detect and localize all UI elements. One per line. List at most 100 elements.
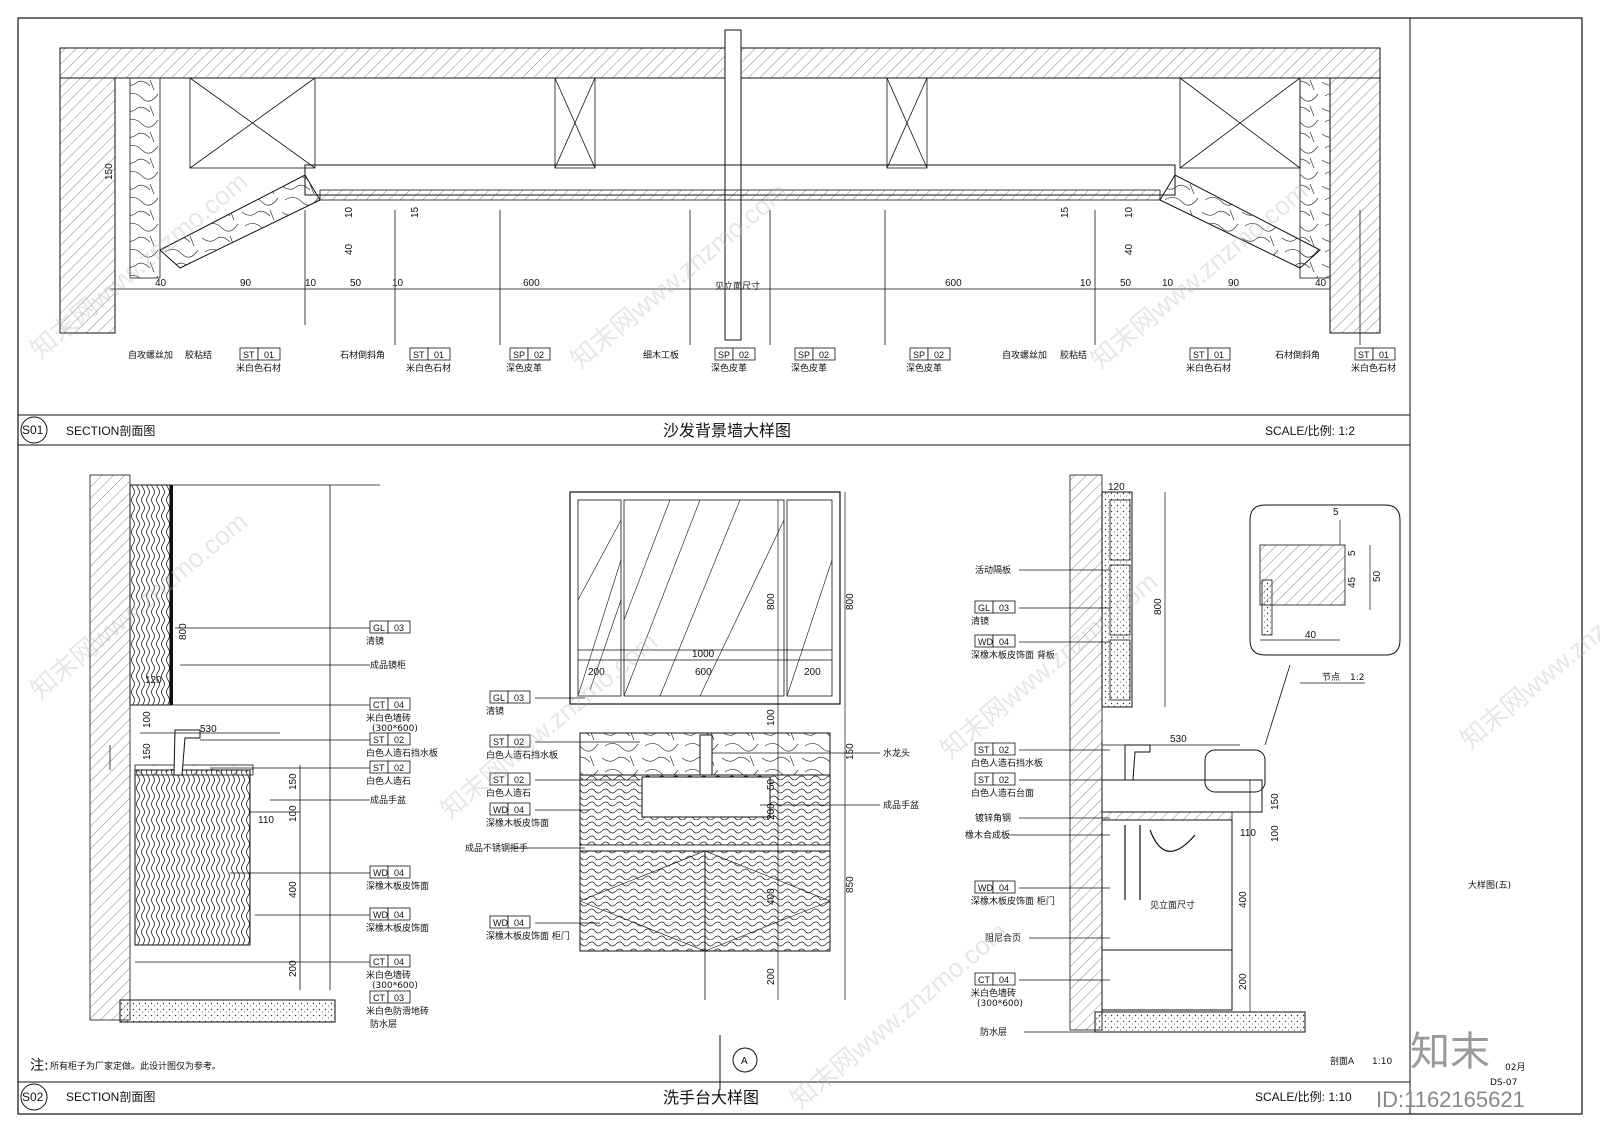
dim-10-d: 10 xyxy=(1162,278,1174,289)
tag-description: 阻尼合页 xyxy=(985,932,1021,944)
svg-text:110: 110 xyxy=(1240,828,1256,839)
tag-number: 01 xyxy=(1214,350,1224,360)
tag-number: 02 xyxy=(534,350,544,360)
tag-code: WD xyxy=(493,918,508,928)
tag-code: ST xyxy=(978,745,990,755)
floor-slab-right xyxy=(1094,1011,1306,1033)
tag-description: 深色皮革 xyxy=(906,362,942,374)
svg-text:(300*600): (300*600) xyxy=(977,999,1023,1009)
svg-text:15: 15 xyxy=(410,206,421,218)
svg-text:10: 10 xyxy=(1124,206,1135,218)
svg-text:5: 5 xyxy=(1347,550,1358,556)
svg-text:注:: 注: xyxy=(30,1058,49,1074)
tag-number: 01 xyxy=(434,350,444,360)
svg-text:5: 5 xyxy=(1333,507,1339,518)
svg-text:(300*600): (300*600) xyxy=(372,981,418,991)
svg-text:150: 150 xyxy=(1270,793,1281,810)
stone-slope-left xyxy=(159,174,321,269)
svg-text:200: 200 xyxy=(588,667,605,678)
tag-code: SP xyxy=(913,350,925,360)
tag-code: WD xyxy=(978,883,993,893)
tag-number: 01 xyxy=(1379,350,1389,360)
basin-front xyxy=(641,776,771,818)
s02-center-elevation: A 1000 200 600 200 800 800 100 150 50 20… xyxy=(569,491,856,1090)
section-callout-a xyxy=(732,1047,758,1073)
svg-text:800: 800 xyxy=(1153,598,1164,615)
svg-text:200: 200 xyxy=(804,667,821,678)
s02-scale: SCALE/比例: 1:10 xyxy=(1255,1090,1352,1104)
svg-text:15: 15 xyxy=(1060,206,1071,218)
svg-text:胶粘结: 胶粘结 xyxy=(185,349,212,361)
tag-code: ST xyxy=(1358,350,1370,360)
dim-10-c: 10 xyxy=(1080,278,1092,289)
tag-code: WD xyxy=(978,637,993,647)
s02-right-section: 120 800 530 150 110 100 400 200 见立面尺寸 剖面… xyxy=(1069,474,1392,1067)
node-detail: 5 5 45 50 40 节点 1:2 xyxy=(1204,504,1401,793)
s01-scale: SCALE/比例: 1:2 xyxy=(1265,424,1355,438)
tag-number: 02 xyxy=(739,350,749,360)
tag-code: SP xyxy=(718,350,730,360)
tag-code: ST xyxy=(978,775,990,785)
countertop-section xyxy=(1101,779,1263,813)
tag-code: SP xyxy=(513,350,525,360)
tag-code: ST xyxy=(1193,350,1205,360)
svg-text:A: A xyxy=(741,1056,748,1067)
watermark-logo: 知末 xyxy=(1410,1029,1490,1075)
mirror-frame xyxy=(569,491,841,705)
svg-text:120: 120 xyxy=(1108,482,1125,493)
sheet-border xyxy=(17,17,1583,1115)
svg-text:胶粘结: 胶粘结 xyxy=(1060,349,1087,361)
tag-code: CT xyxy=(373,700,385,710)
tag-description: 清镜 xyxy=(366,635,384,647)
material-tag: 成品手盆 xyxy=(270,794,406,806)
svg-text:石材倒斜角: 石材倒斜角 xyxy=(1275,349,1320,361)
svg-text:40: 40 xyxy=(344,243,355,255)
tag-code: WD xyxy=(373,868,388,878)
tag-number: 02 xyxy=(514,775,524,785)
tag-number: 02 xyxy=(934,350,944,360)
dim-600-right: 600 xyxy=(945,278,962,289)
material-tag: 成品镜柜 xyxy=(180,659,406,671)
svg-text:40: 40 xyxy=(1124,243,1135,255)
center-note: 见立面尺寸 xyxy=(715,280,760,292)
s01-section-mark xyxy=(20,416,48,444)
svg-text:石材倒斜角: 石材倒斜角 xyxy=(340,349,385,361)
faucet-front xyxy=(699,734,713,776)
node-caption: 节点 xyxy=(1322,672,1340,683)
svg-text:800: 800 xyxy=(178,623,189,640)
svg-text:50: 50 xyxy=(1372,570,1383,582)
svg-text:50: 50 xyxy=(766,778,777,790)
tag-description: 防水层 xyxy=(980,1026,1007,1038)
svg-text:150: 150 xyxy=(845,743,856,760)
tag-number: 03 xyxy=(514,693,524,703)
dim-40-right: 40 xyxy=(1315,278,1327,289)
svg-text:150: 150 xyxy=(288,773,299,790)
tag-description: 深橡木板皮饰面 背板 xyxy=(971,649,1055,661)
svg-text:知末网www.znzmo.com: 知末网www.znzmo.com xyxy=(1455,556,1600,754)
faucet-side xyxy=(173,729,201,776)
tag-description: 米白色石材 xyxy=(1351,362,1396,374)
tag-description: 米白色墙砖 xyxy=(366,969,411,981)
material-tag: SP 02 深色皮革 xyxy=(906,347,951,374)
tag-description: 清镜 xyxy=(486,705,504,717)
section-a-caption: 剖面A xyxy=(1330,1055,1355,1067)
leather-panel xyxy=(319,189,1161,201)
tag-number: 04 xyxy=(394,700,404,710)
material-tag: 防水层 xyxy=(980,1026,1007,1038)
watermark-id: ID:1162165621 xyxy=(1376,1087,1525,1112)
svg-text:45: 45 xyxy=(1347,576,1358,588)
tag-number: 04 xyxy=(999,975,1009,985)
tag-code: CT xyxy=(373,957,385,967)
svg-text:200: 200 xyxy=(766,968,777,985)
